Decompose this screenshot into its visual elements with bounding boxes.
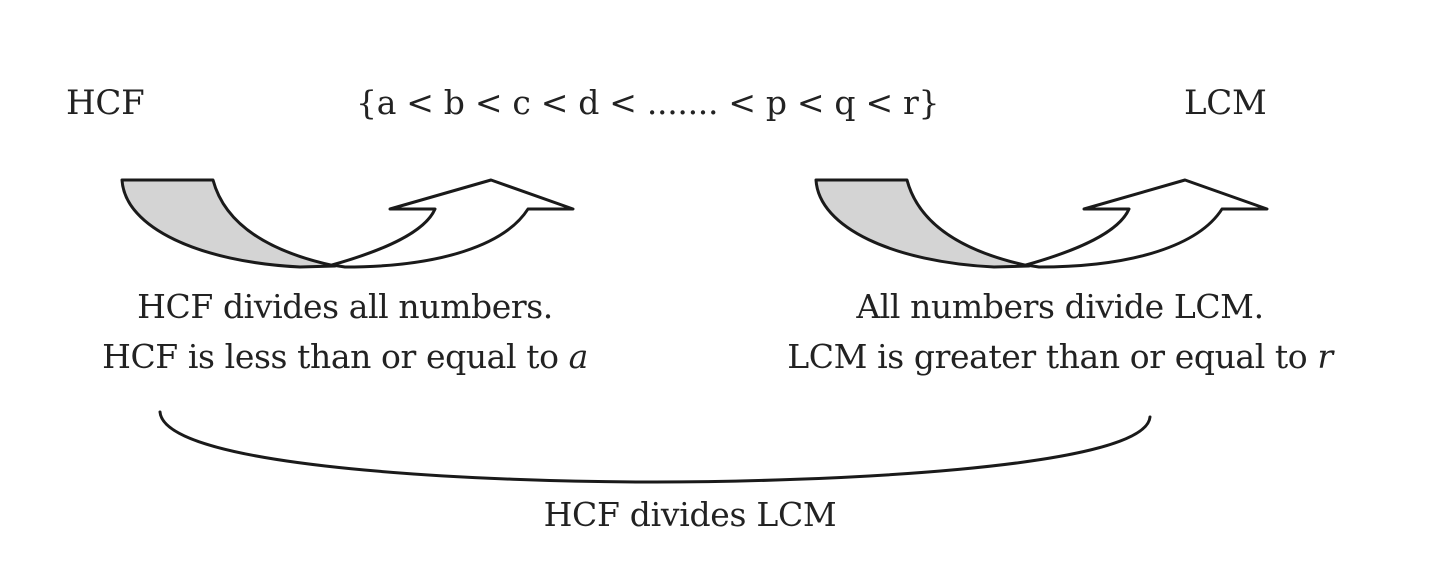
hcf-caption-var-a: a	[568, 337, 589, 376]
hcf-caption-line1: HCF divides all numbers.	[137, 287, 553, 326]
curved-brace-icon	[158, 410, 1152, 484]
lcm-label: LCM	[1184, 83, 1267, 123]
left-arrow-tail	[120, 178, 337, 269]
right-u-turn-arrow-icon	[814, 178, 1269, 269]
lcm-caption-line2-text: LCM is greater than or equal to	[787, 337, 1318, 376]
left-arrow-head	[330, 178, 575, 269]
lcm-caption-line2: LCM is greater than or equal to r	[730, 332, 1390, 382]
lcm-caption: All numbers divide LCM. LCM is greater t…	[730, 282, 1390, 382]
lcm-caption-line1: All numbers divide LCM.	[856, 287, 1264, 326]
hcf-divides-lcm-label: HCF divides LCM	[543, 495, 837, 534]
hcf-caption-line2: HCF is less than or equal to a	[40, 332, 650, 382]
hcf-caption-line2-text: HCF is less than or equal to	[102, 337, 569, 376]
left-u-turn-arrow-icon	[120, 178, 575, 269]
ordered-set-sequence: {a < b < c < d < ....... < p < q < r}	[356, 83, 940, 122]
hcf-label: HCF	[66, 83, 145, 123]
right-arrow-tail	[814, 178, 1031, 269]
right-arrow-head	[1024, 178, 1269, 269]
hcf-caption: HCF divides all numbers. HCF is less tha…	[40, 282, 650, 382]
lcm-caption-var-r: r	[1317, 337, 1333, 376]
